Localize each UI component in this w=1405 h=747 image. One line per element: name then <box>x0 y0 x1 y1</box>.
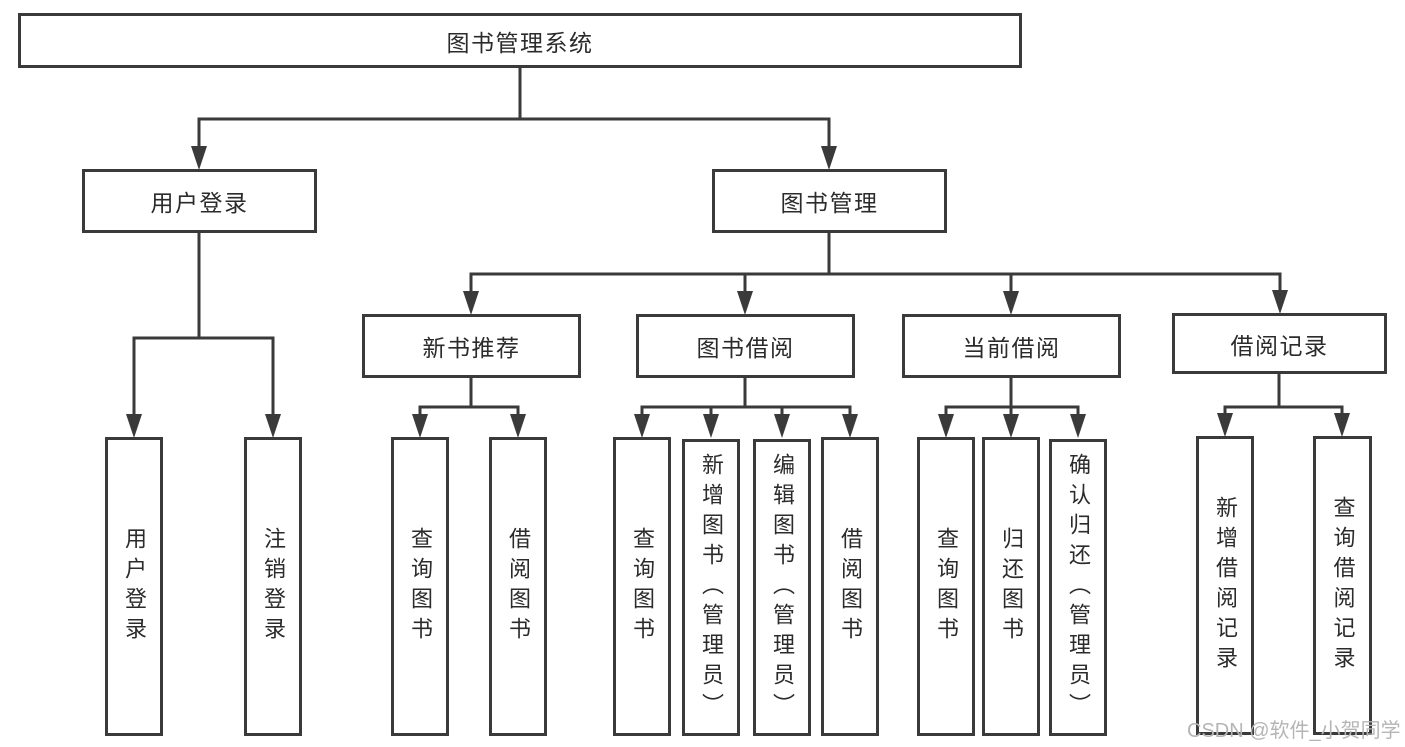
arrowhead-icon <box>703 414 719 438</box>
arrowhead-icon <box>1070 414 1086 438</box>
arrowhead-icon <box>412 414 428 438</box>
connector-bookborrow-to-leaves <box>640 378 852 419</box>
arrowhead-icon <box>774 414 790 438</box>
leaf-label: 注销登录 <box>261 526 286 647</box>
leaf-label: 查询借阅记录 <box>1330 495 1356 676</box>
leaf-label: 用户登录 <box>122 526 147 647</box>
arrowhead-icon <box>1003 414 1019 438</box>
arrowhead-icon <box>1272 290 1288 314</box>
arrowhead-icon <box>191 146 207 170</box>
node-user-login: 用户登录 <box>82 169 317 233</box>
leaf-add-borrow-record: 新增借阅记录 <box>1196 436 1254 735</box>
leaf-label: 查询图书 <box>630 526 655 647</box>
leaf-user-login: 用户登录 <box>105 437 163 736</box>
leaf-edit-book-admin: 编辑图书（管理员） <box>753 439 811 736</box>
arrowhead-icon <box>463 291 479 315</box>
leaf-return-book: 归还图书 <box>982 437 1040 736</box>
node-borrow-record: 借阅记录 <box>1172 313 1387 374</box>
leaf-label: 新增借阅记录 <box>1213 495 1238 676</box>
leaf-label: 编辑图书（管理员） <box>770 452 795 723</box>
node-book-management: 图书管理 <box>712 169 947 233</box>
node-current-borrow: 当前借阅 <box>902 314 1121 378</box>
arrowhead-icon <box>842 414 858 438</box>
arrowhead-icon <box>1003 291 1019 315</box>
arrowhead-icon <box>265 414 281 438</box>
leaf-borrow-book: 借阅图书 <box>821 437 879 736</box>
leaf-query-book-current: 查询图书 <box>917 437 975 736</box>
leaf-label: 借阅图书 <box>838 526 863 647</box>
arrowhead-icon <box>510 414 526 438</box>
leaf-confirm-return-admin: 确认归还（管理员） <box>1049 439 1107 736</box>
node-new-book-recommend: 新书推荐 <box>362 314 581 378</box>
leaf-query-book-borrow: 查询图书 <box>613 437 671 736</box>
connector-borrowrecord-to-leaves <box>1223 374 1344 419</box>
arrowheads <box>126 146 1350 438</box>
connector-userlogin-to-leaves <box>132 233 275 416</box>
leaf-label: 确认归还（管理员） <box>1066 452 1091 723</box>
leaf-label: 借阅图书 <box>506 526 531 647</box>
node-book-borrow: 图书借阅 <box>636 314 855 378</box>
node-root: 图书管理系统 <box>18 13 1022 68</box>
leaf-logout: 注销登录 <box>244 437 302 736</box>
leaf-add-book-admin: 新增图书（管理员） <box>682 439 740 736</box>
arrowhead-icon <box>126 414 142 438</box>
connector-newbookrec-to-leaves <box>418 378 520 419</box>
leaf-label: 查询图书 <box>934 526 959 647</box>
leaf-query-borrow-record: 查询借阅记录 <box>1313 436 1372 735</box>
arrowhead-icon <box>1334 413 1350 437</box>
connector-currentborrow-to-leaves <box>944 378 1080 419</box>
leaf-label: 查询图书 <box>408 526 433 647</box>
arrowhead-icon <box>634 414 650 438</box>
arrowhead-icon <box>1217 413 1233 437</box>
leaf-label: 新增图书（管理员） <box>699 452 724 723</box>
leaf-borrow-book-recommend: 借阅图书 <box>489 437 547 736</box>
leaf-query-book-recommend: 查询图书 <box>391 437 449 736</box>
csdn-watermark: CSDN @软件_小贺同学 <box>1187 720 1401 742</box>
connector-bookmgmt-to-level3 <box>469 233 1282 293</box>
arrowhead-icon <box>737 291 753 315</box>
leaf-label: 归还图书 <box>999 526 1024 647</box>
arrowhead-icon <box>938 414 954 438</box>
connector-root-to-level2 <box>197 68 831 150</box>
arrowhead-icon <box>821 146 837 170</box>
